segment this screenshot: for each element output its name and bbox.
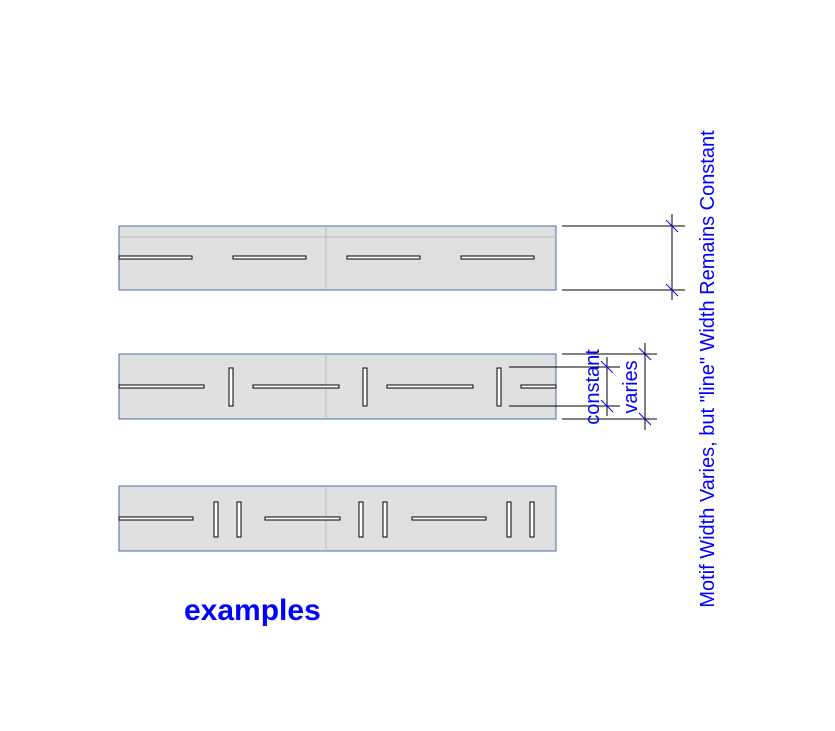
varies-label: varies <box>620 360 642 413</box>
dimension-panel-2 <box>509 343 657 430</box>
examples-label: examples <box>184 594 321 627</box>
example-panel-3 <box>118 485 557 552</box>
constant-label: constant <box>582 349 604 425</box>
diagram-title: Motif Width Varies, but "line" Width Rem… <box>697 130 719 608</box>
example-panel-2 <box>118 353 557 420</box>
dimension-panel-1 <box>562 214 685 300</box>
example-panel-1 <box>118 225 557 291</box>
